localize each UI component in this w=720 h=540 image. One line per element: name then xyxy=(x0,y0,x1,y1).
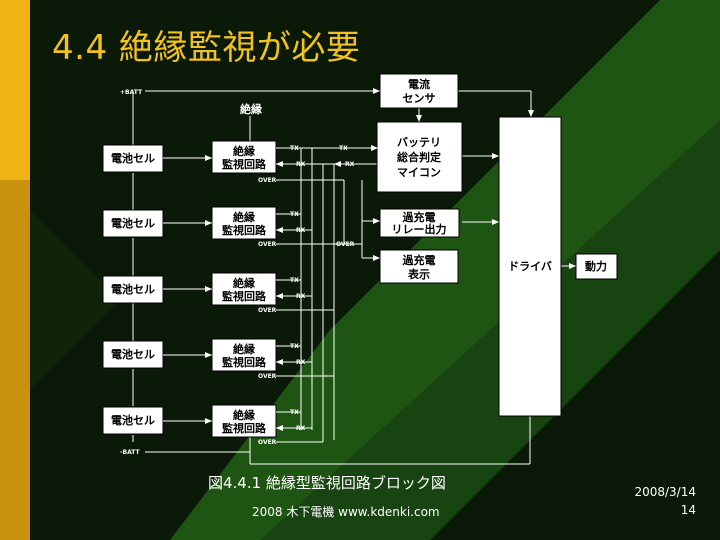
svg-text:TX: TX xyxy=(290,277,299,284)
monitor-circuit-1 xyxy=(211,140,277,174)
svg-text:絶縁: 絶縁 xyxy=(233,276,255,290)
batt-minus-label: -BATT xyxy=(120,449,140,456)
figure-caption: 図4.4.1 絶縁型監視回路ブロック図 xyxy=(208,474,446,492)
tx-main-label: TX xyxy=(339,145,348,152)
svg-text:監視回路: 監視回路 xyxy=(222,223,267,237)
svg-text:絶縁: 絶縁 xyxy=(233,210,255,224)
svg-text:TX: TX xyxy=(290,409,299,416)
page-number: 14 xyxy=(680,503,696,517)
insulation-label: 絶縁 xyxy=(240,102,262,116)
svg-text:過充電: 過充電 xyxy=(402,210,436,224)
monitor-circuit-4 xyxy=(211,338,277,372)
footer-credit: 2008 木下電機 www.kdenki.com xyxy=(252,505,440,519)
svg-text:動力: 動力 xyxy=(585,259,607,273)
arrowheads xyxy=(130,88,576,431)
svg-text:リレー出力: リレー出力 xyxy=(392,222,447,236)
svg-text:TX: TX xyxy=(290,211,299,218)
current-sensor xyxy=(379,73,459,109)
svg-text:マイコン: マイコン xyxy=(397,166,441,179)
svg-text:バッテリ: バッテリ xyxy=(397,136,441,149)
signal-labels: +BATT -BATT 絶縁 TX RX OVER xyxy=(120,89,355,456)
svg-text:表示: 表示 xyxy=(407,267,430,281)
over-main-label: OVER xyxy=(336,241,355,248)
svg-text:OVER: OVER xyxy=(258,439,277,446)
svg-text:監視回路: 監視回路 xyxy=(222,355,267,369)
svg-text:OVER: OVER xyxy=(258,177,277,184)
svg-text:監視回路: 監視回路 xyxy=(222,289,267,303)
svg-text:RX: RX xyxy=(296,425,306,432)
svg-text:電流: 電流 xyxy=(408,77,430,91)
overcharge-relay-output xyxy=(379,208,460,238)
svg-text:RX: RX xyxy=(296,227,306,234)
svg-text:絶縁: 絶縁 xyxy=(233,144,255,158)
battery-cell-3-label: 電池セル xyxy=(111,282,155,296)
svg-text:RX: RX xyxy=(296,161,306,168)
rx-main-label: RX xyxy=(345,161,355,168)
battery-cell-2-label: 電池セル xyxy=(111,216,155,230)
svg-text:ドライバ: ドライバ xyxy=(508,260,552,273)
svg-text:絶縁: 絶縁 xyxy=(233,408,255,422)
battery-mcu xyxy=(376,121,463,193)
svg-text:RX: RX xyxy=(296,293,306,300)
power-output xyxy=(575,253,618,280)
svg-text:監視回路: 監視回路 xyxy=(222,421,267,435)
slide-title: 4.4 絶縁監視が必要 xyxy=(52,28,361,68)
control-blocks: 電流 センサ バッテリ 総合判定 マイコン 過充電 リレー出力 過充電 表示 ド… xyxy=(376,73,618,417)
driver xyxy=(498,116,562,417)
monitor-circuit-3 xyxy=(211,272,277,306)
svg-text:TX: TX xyxy=(290,343,299,350)
svg-text:OVER: OVER xyxy=(258,373,277,380)
monitor-circuit-2 xyxy=(211,206,277,240)
monitor-circuit-5 xyxy=(211,404,277,438)
svg-text:OVER: OVER xyxy=(258,241,277,248)
svg-text:絶縁: 絶縁 xyxy=(233,342,255,356)
battery-cell-5-label: 電池セル xyxy=(111,413,155,427)
slide-date: 2008/3/14 xyxy=(634,485,696,499)
battery-cell-1-label: 電池セル xyxy=(111,151,155,165)
svg-text:過充電: 過充電 xyxy=(402,253,436,267)
cell-rows: 電池セル 絶縁 監視回路 TX RX OVER 電池セル 絶縁 監視回路 TX … xyxy=(102,140,344,446)
svg-text:総合判定: 総合判定 xyxy=(397,150,441,164)
batt-plus-label: +BATT xyxy=(120,89,143,96)
svg-text:TX: TX xyxy=(290,145,299,152)
svg-text:監視回路: 監視回路 xyxy=(222,157,267,171)
svg-text:センサ: センサ xyxy=(403,92,436,105)
overcharge-display xyxy=(379,249,459,284)
battery-cell-4-label: 電池セル xyxy=(111,347,155,361)
svg-text:RX: RX xyxy=(296,359,306,366)
svg-text:OVER: OVER xyxy=(258,307,277,314)
